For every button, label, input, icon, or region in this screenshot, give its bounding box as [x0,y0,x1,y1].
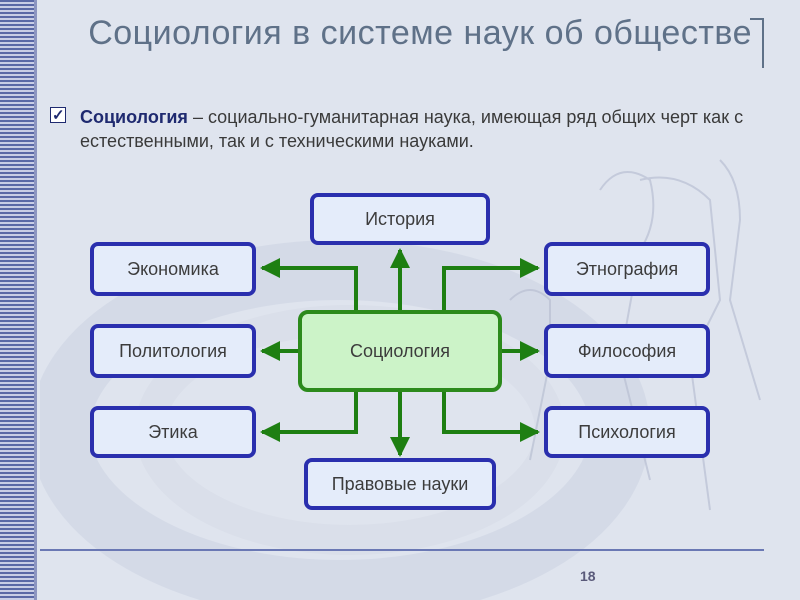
arrow-to-ethnography [442,258,540,312]
arrow-to-economics [260,258,358,312]
box-sociology-center: Социология [298,310,502,392]
arrow-to-psychology [442,392,540,442]
page-number: 18 [580,568,596,584]
bullet-term: Социология [80,107,188,127]
box-psychology: Психология [544,406,710,458]
box-economics: Экономика [90,242,256,296]
bullet-paragraph: Социология – социально-гуманитарная наук… [50,104,760,153]
bullet-definition: – социально-гуманитарная наука, имеющая … [80,107,744,151]
slide-title: Социология в системе наук об обществе [88,14,752,52]
box-philosophy: Философия [544,324,710,378]
box-law-sciences: Правовые науки [304,458,496,510]
decorative-strip [0,0,37,600]
checkbox-bullet-icon [50,104,66,128]
arrow-to-ethics [260,392,358,442]
box-ethics: Этика [90,406,256,458]
box-politology: Политология [90,324,256,378]
title-frame [762,18,764,68]
box-ethnography: Этнография [544,242,710,296]
box-history: История [310,193,490,245]
bullet-text: Социология – социально-гуманитарная наук… [80,105,760,153]
title-frame-corner [750,18,764,20]
footer-divider [40,549,764,551]
